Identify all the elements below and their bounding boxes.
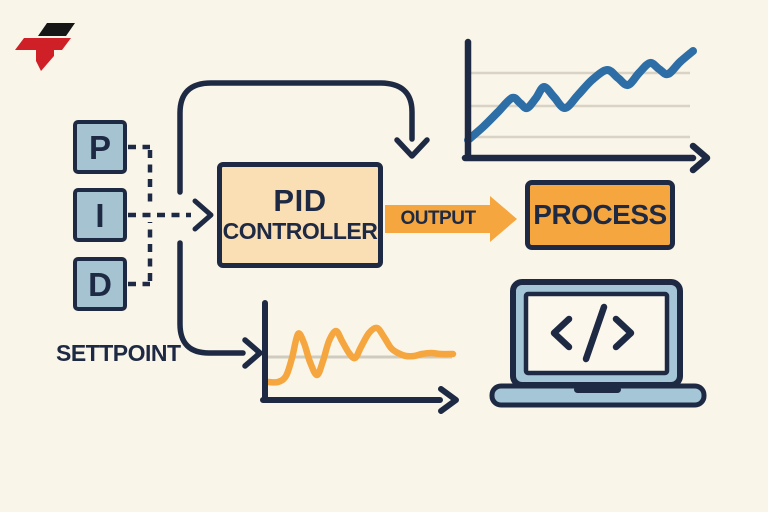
laptop-base-notch bbox=[574, 386, 621, 393]
dashed-arrowhead-right-icon bbox=[192, 198, 214, 232]
block-i-label: I bbox=[95, 196, 105, 234]
controller-subtitle: CONTROLLER bbox=[222, 218, 378, 245]
output-arrow-shape bbox=[385, 196, 517, 242]
laptop-illustration bbox=[489, 279, 707, 408]
block-integral: I bbox=[73, 188, 127, 242]
oscillation-axes bbox=[260, 300, 459, 414]
setpoint-arrow-path bbox=[177, 240, 246, 356]
pid-dashed-connectors bbox=[128, 144, 214, 287]
setpoint-label: SETTPOINT bbox=[56, 340, 181, 366]
controller-title: PID bbox=[273, 183, 327, 219]
trend-axes bbox=[461, 38, 711, 174]
block-proportional: P bbox=[73, 120, 127, 174]
trend-x-arrowhead-icon bbox=[689, 142, 711, 174]
process-label: PROCESS bbox=[533, 199, 667, 230]
logo-red-stem bbox=[36, 50, 54, 71]
trend-chart bbox=[461, 38, 711, 174]
pid-controller-block: PID CONTROLLER bbox=[217, 162, 383, 268]
block-d-label: D bbox=[88, 265, 112, 303]
process-block: PROCESS bbox=[525, 180, 675, 250]
trend-line bbox=[464, 47, 697, 144]
oscillation-line bbox=[264, 324, 457, 386]
setpoint-arrow bbox=[177, 240, 263, 369]
logo-red-bar bbox=[15, 38, 71, 50]
block-derivative: D bbox=[73, 257, 127, 311]
oscillation-chart bbox=[260, 300, 459, 414]
logo-black-shape bbox=[38, 23, 75, 36]
code-icon bbox=[550, 303, 635, 363]
block-p-label: P bbox=[88, 128, 111, 166]
oscillation-x-arrowhead-icon bbox=[438, 386, 459, 414]
setpoint-arrowhead-right-icon bbox=[242, 337, 263, 369]
dashed-lines bbox=[128, 144, 191, 287]
feedback-arrow-path bbox=[177, 80, 415, 195]
feedback-arrow bbox=[177, 80, 430, 195]
brand-logo bbox=[15, 23, 75, 71]
feedback-arrowhead-down-icon bbox=[394, 137, 430, 159]
output-label: OUTPUT bbox=[400, 208, 476, 229]
